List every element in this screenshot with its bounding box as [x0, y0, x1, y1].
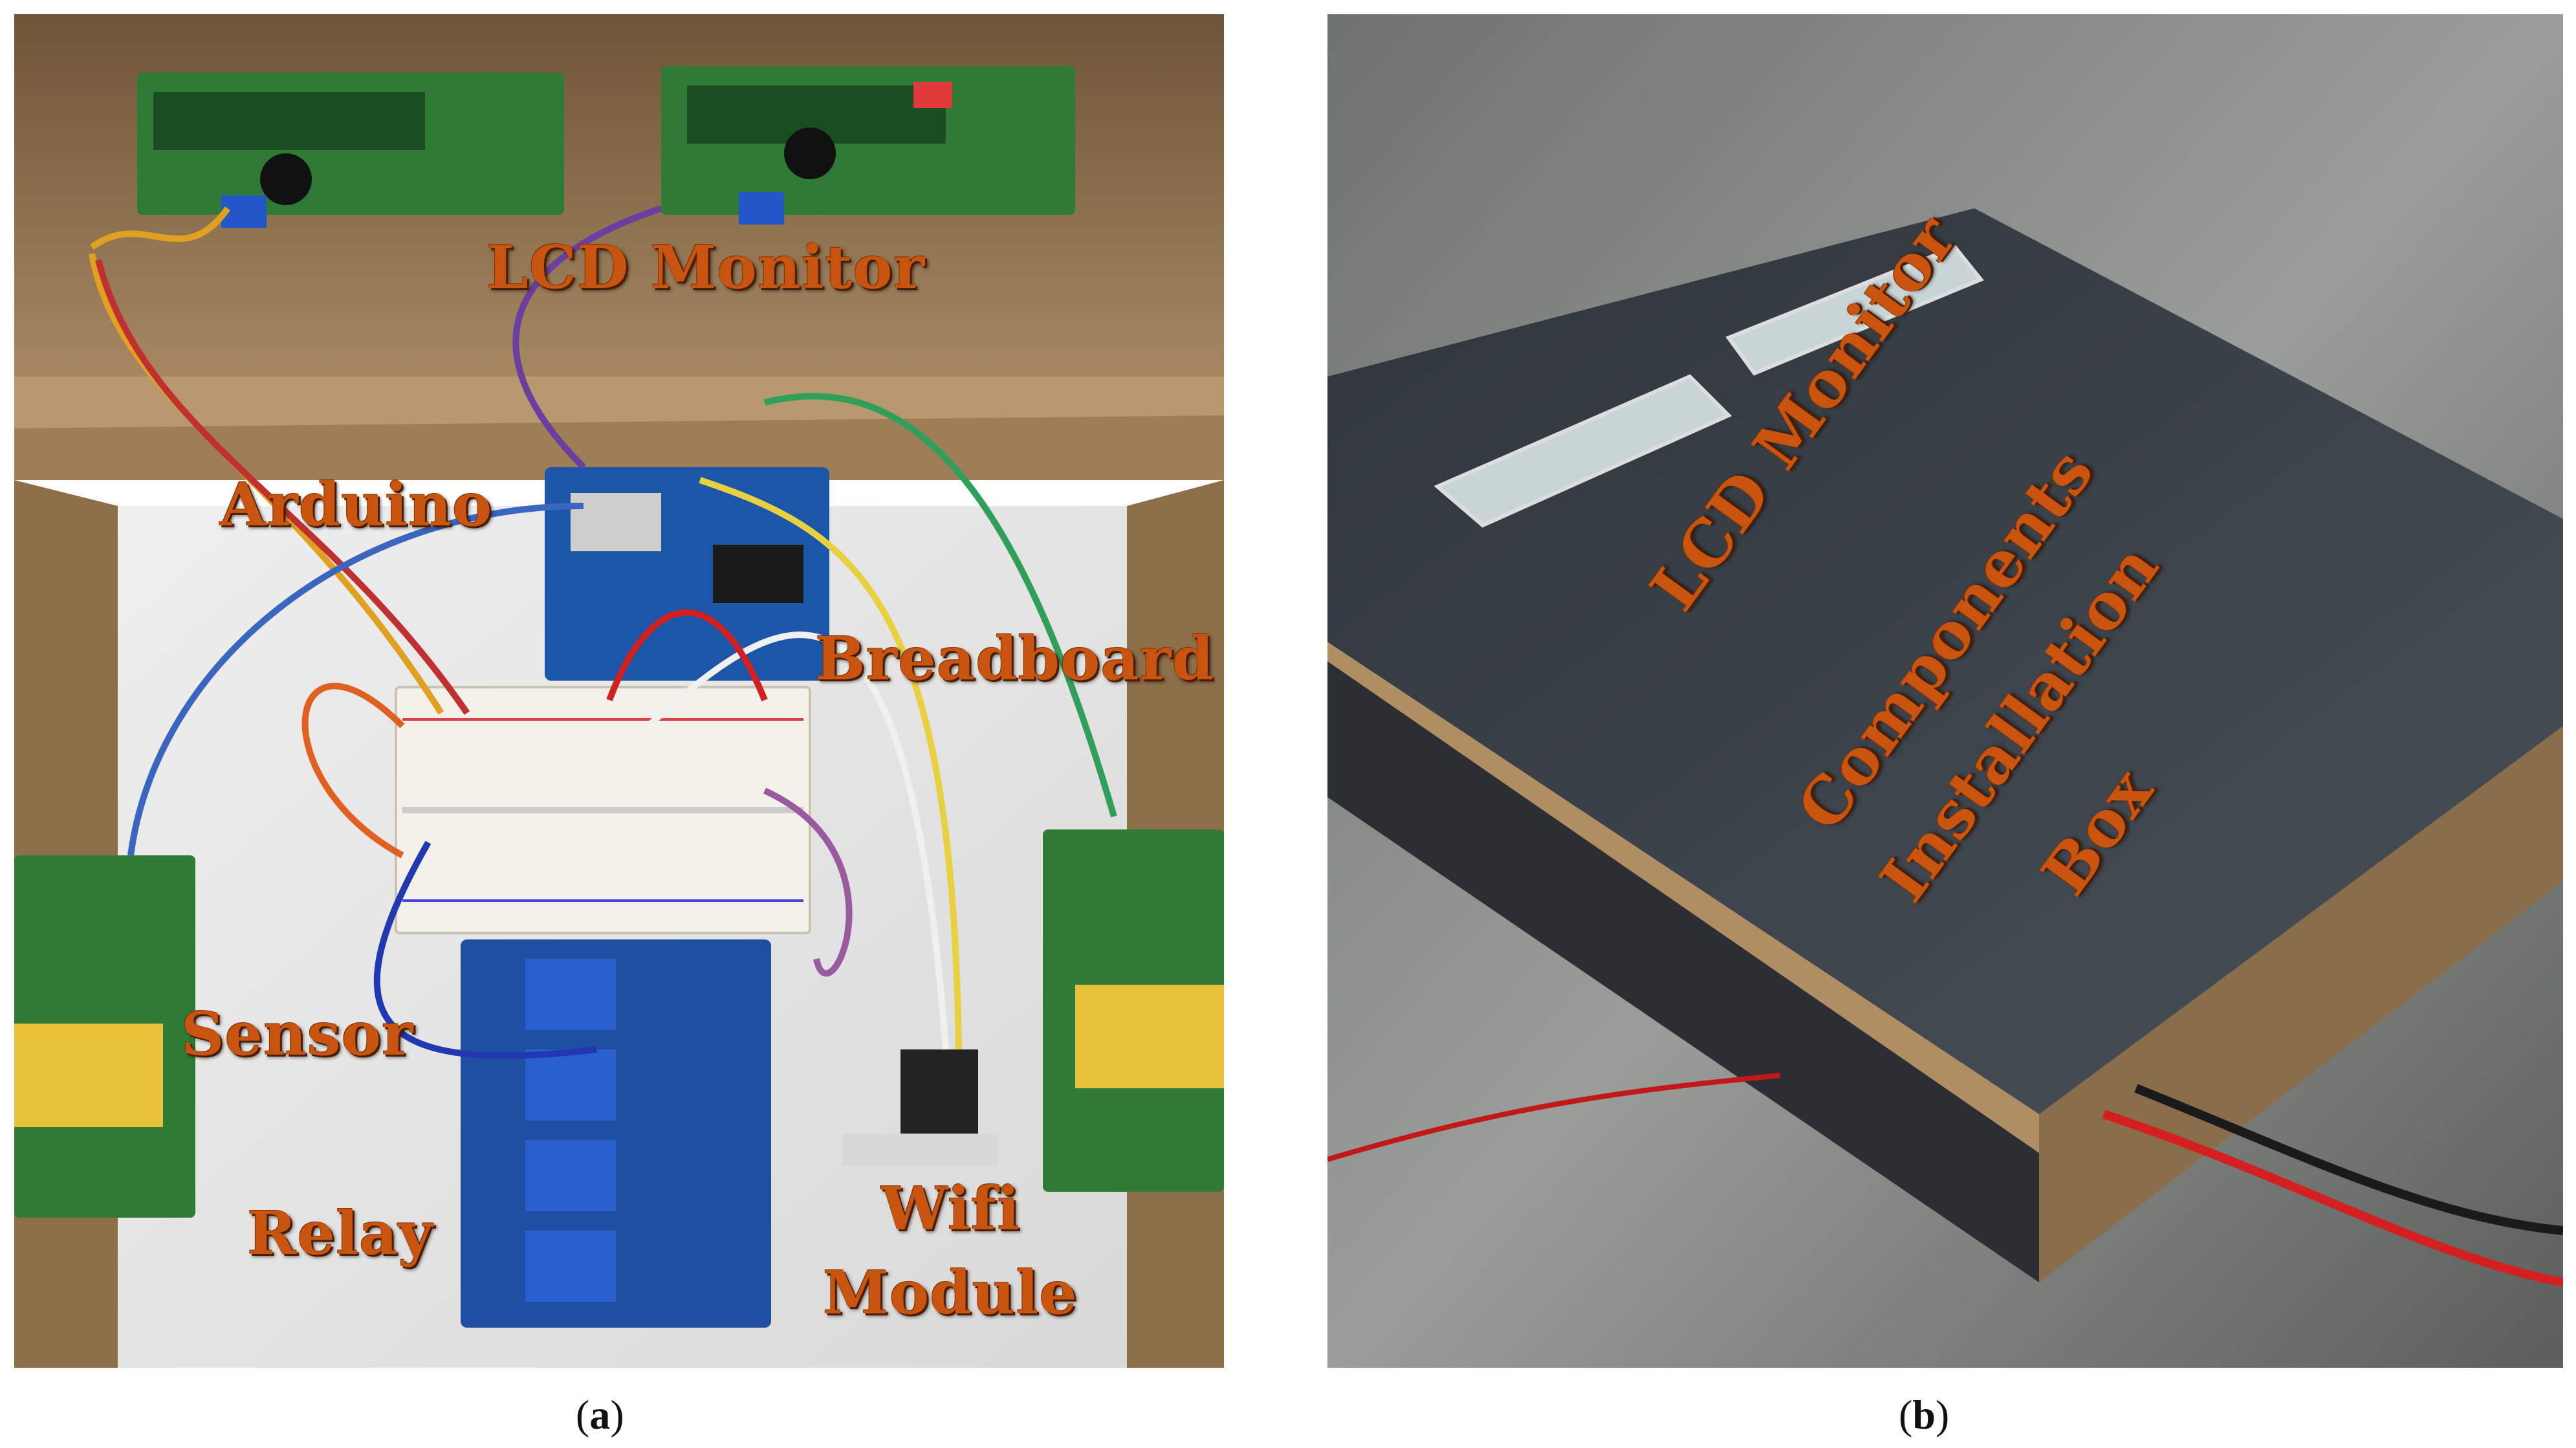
label-arduino: Arduino: [220, 470, 493, 540]
caption-a: (a): [576, 1392, 624, 1438]
photo-panel-a: LCD Monitor Arduino Breadboard Sensor Re…: [14, 14, 1224, 1368]
label-module: Module: [823, 1258, 1078, 1328]
lcd-window-1: [1434, 374, 1732, 528]
label-breadboard: Breadboard: [815, 624, 1214, 694]
photo-panel-b: LCD Monitor Components Installation Box: [1327, 14, 2563, 1368]
wifi-module: [901, 1049, 978, 1134]
label-lcd-monitor-a: LCD Monitor: [486, 232, 926, 302]
label-wifi: Wifi: [881, 1174, 1021, 1244]
box-photo: [1327, 14, 2563, 1368]
label-sensor: Sensor: [181, 999, 414, 1069]
components-photo: [14, 14, 1224, 1368]
label-relay: Relay: [247, 1198, 434, 1268]
lcd-window-2: [1725, 245, 1984, 376]
caption-b: (b): [1899, 1392, 1950, 1438]
